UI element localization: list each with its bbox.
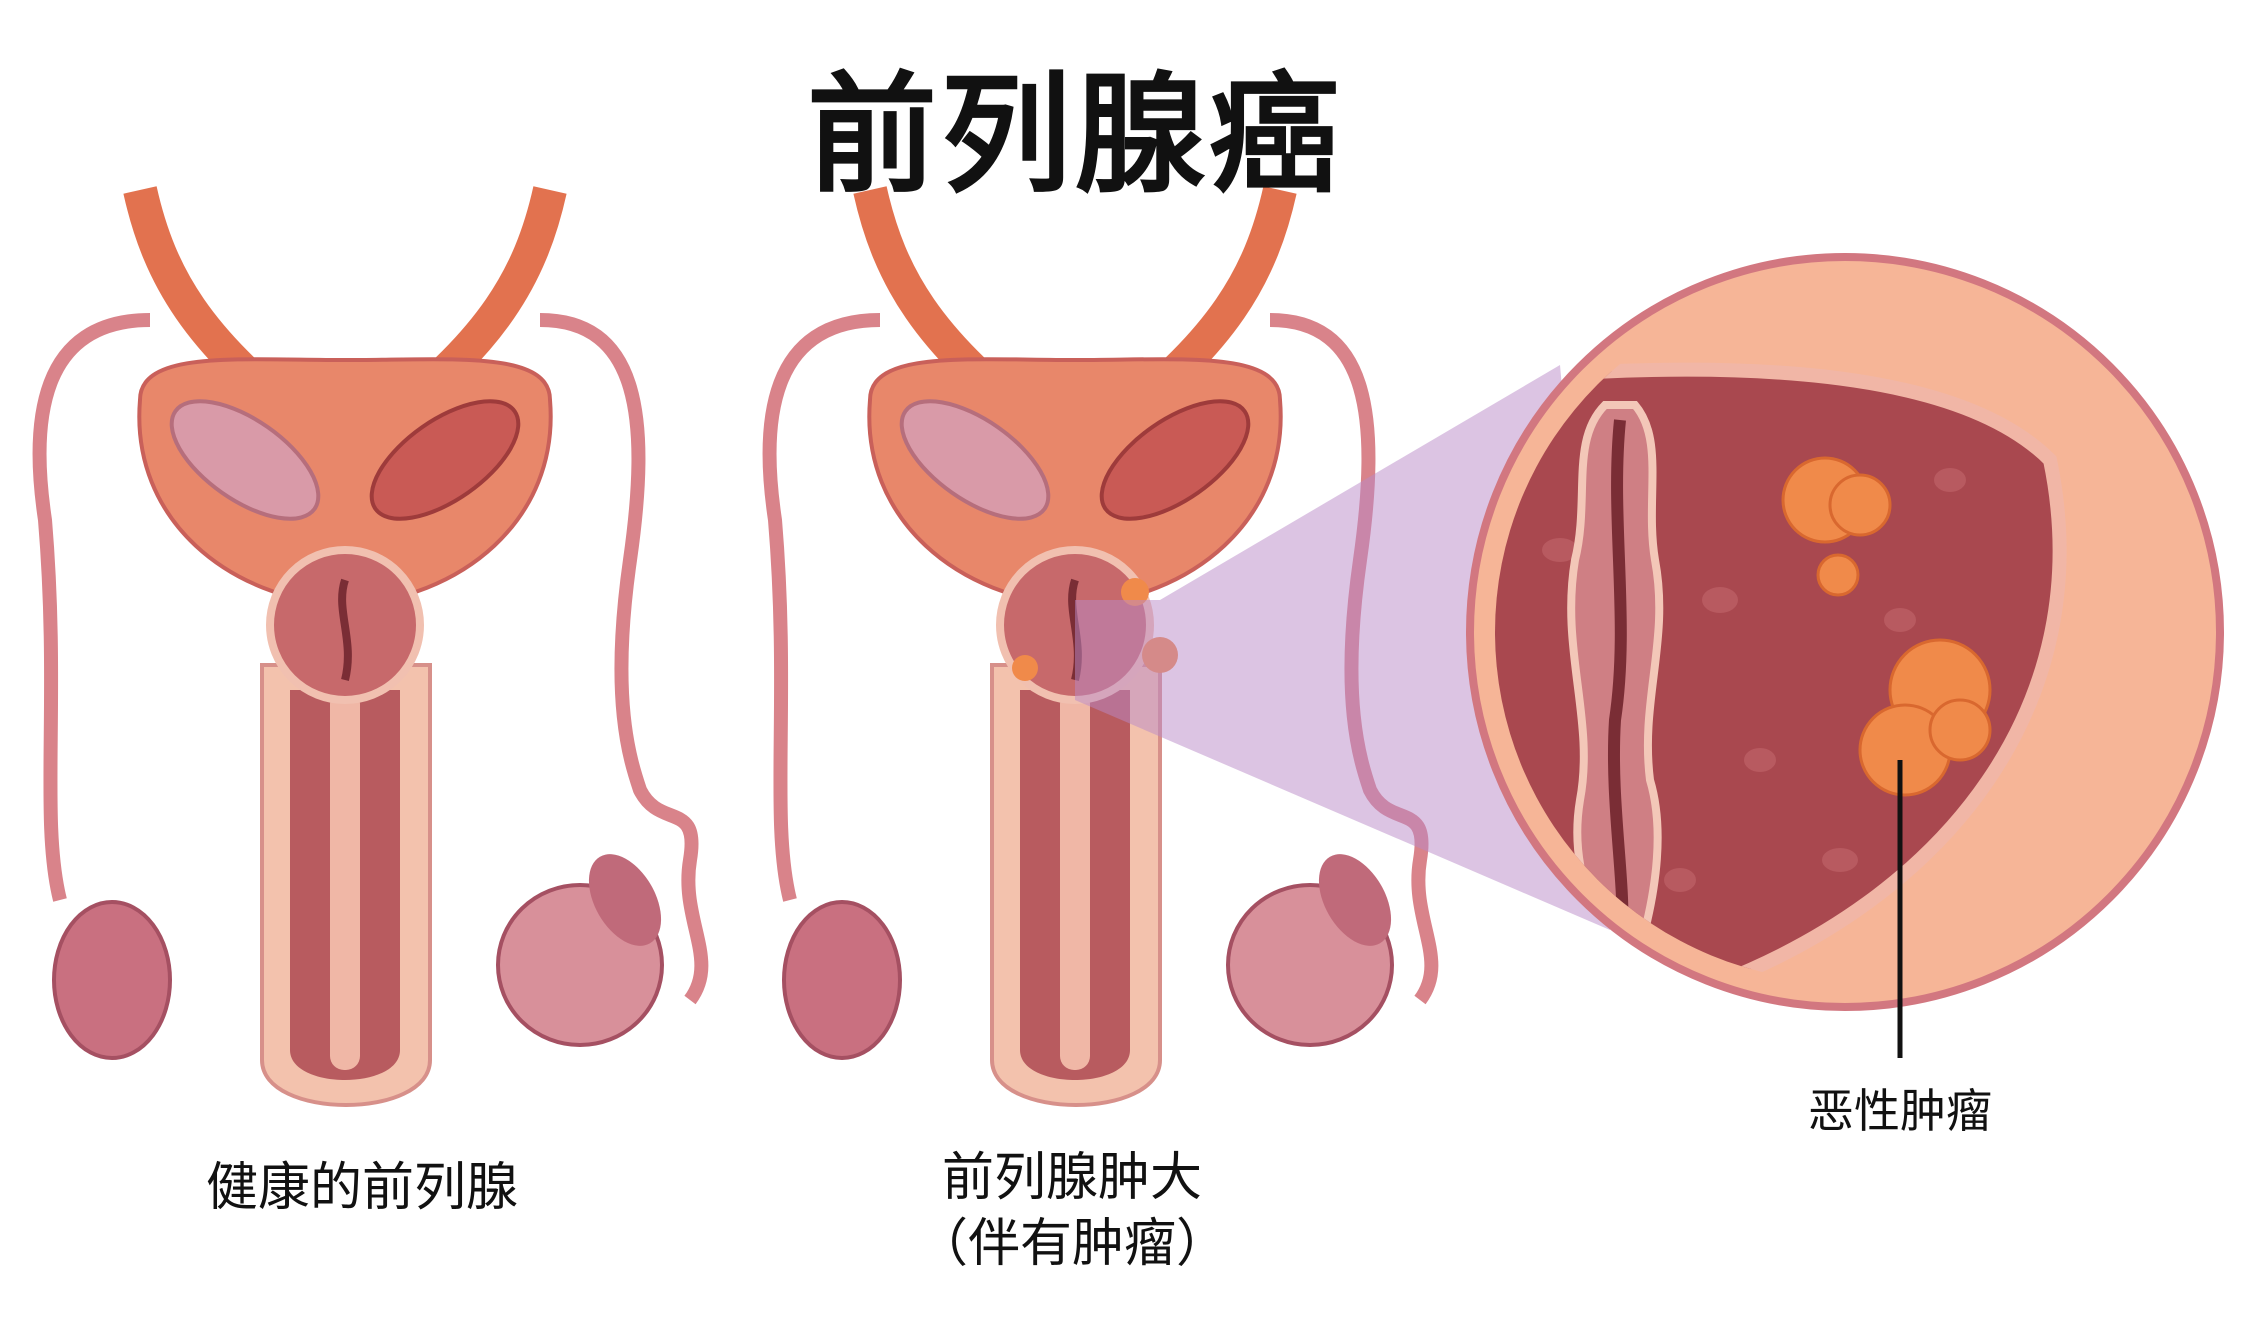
- enlarged-prostate-label: 前列腺肿大 （伴有肿瘤）: [916, 1145, 1228, 1277]
- zoom-cone: [1075, 365, 1610, 930]
- enlarged-label-line1: 前列腺肿大: [941, 1148, 1203, 1208]
- malignant-tumor-label: 恶性肿瘤: [1808, 1084, 1992, 1138]
- magnified-view: [1466, 253, 2224, 1011]
- healthy-prostate-label: 健康的前列腺: [205, 1158, 519, 1218]
- enlarged-label-line2: （伴有肿瘤）: [915, 1214, 1229, 1274]
- malignant-tumors: [1781, 456, 1992, 797]
- page-title: 前列腺癌: [806, 59, 1344, 211]
- healthy-prostate-figure: [40, 190, 702, 1105]
